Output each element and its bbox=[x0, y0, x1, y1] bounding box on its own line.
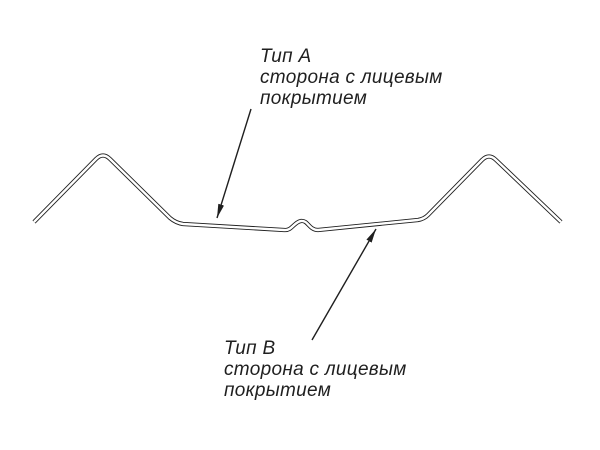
profile-outline bbox=[32, 153, 563, 233]
label-type-a-title: Тип А bbox=[260, 46, 312, 67]
leader-line-type-a bbox=[216, 108, 252, 219]
label-type-b-title: Тип В bbox=[224, 338, 276, 359]
label-type-b-line1: сторона с лицевым bbox=[224, 359, 407, 380]
label-type-b-line2: покрытием bbox=[224, 380, 332, 401]
label-type-a-line2: покрытием bbox=[260, 88, 368, 109]
label-type-b: Тип В сторона с лицевым покрытием bbox=[224, 338, 407, 401]
label-type-a-line1: сторона с лицевым bbox=[260, 67, 443, 88]
profile-inner-gap bbox=[33, 154, 562, 232]
label-type-a: Тип А сторона с лицевым покрытием bbox=[260, 46, 443, 109]
leader-line-type-b bbox=[311, 228, 377, 341]
